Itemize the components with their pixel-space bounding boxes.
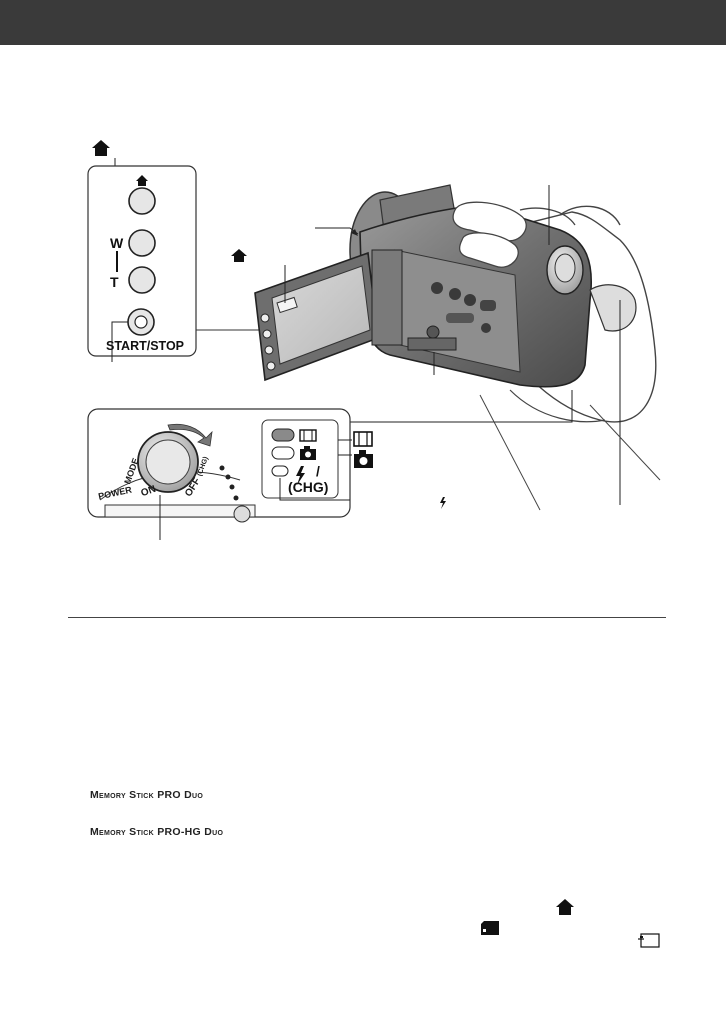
flash-icon [440, 497, 446, 509]
flash-icon [296, 466, 305, 485]
zoom-w-button[interactable] [128, 229, 156, 257]
section-divider [68, 617, 666, 618]
home-icon [231, 249, 247, 262]
memory-card-icon [481, 921, 499, 935]
home-icon [92, 140, 110, 156]
movie-icon [299, 429, 317, 442]
button-panel [87, 165, 197, 357]
internal-memory-icon [638, 933, 660, 948]
flash-slash-label: / [316, 463, 320, 479]
camera-icon [354, 450, 373, 468]
home-button[interactable] [128, 187, 156, 215]
zoom-t-label: T [110, 274, 119, 290]
movie-icon [353, 431, 373, 447]
camera-icon [300, 446, 316, 460]
memory-stick-pro-duo-logo: Memory Stick PRO Duo [90, 789, 204, 801]
home-icon [556, 899, 574, 915]
zoom-w-label: W [110, 235, 124, 251]
zoom-t-button[interactable] [128, 266, 156, 294]
header-bar [0, 0, 726, 45]
chg-label: (CHG) [288, 479, 329, 495]
start-stop-label: START/STOP [106, 339, 185, 353]
home-icon [136, 175, 148, 186]
memory-stick-pro-hg-duo-logo: Memory Stick PRO-HG Duo [90, 826, 224, 838]
camcorder-illustration [87, 140, 661, 540]
